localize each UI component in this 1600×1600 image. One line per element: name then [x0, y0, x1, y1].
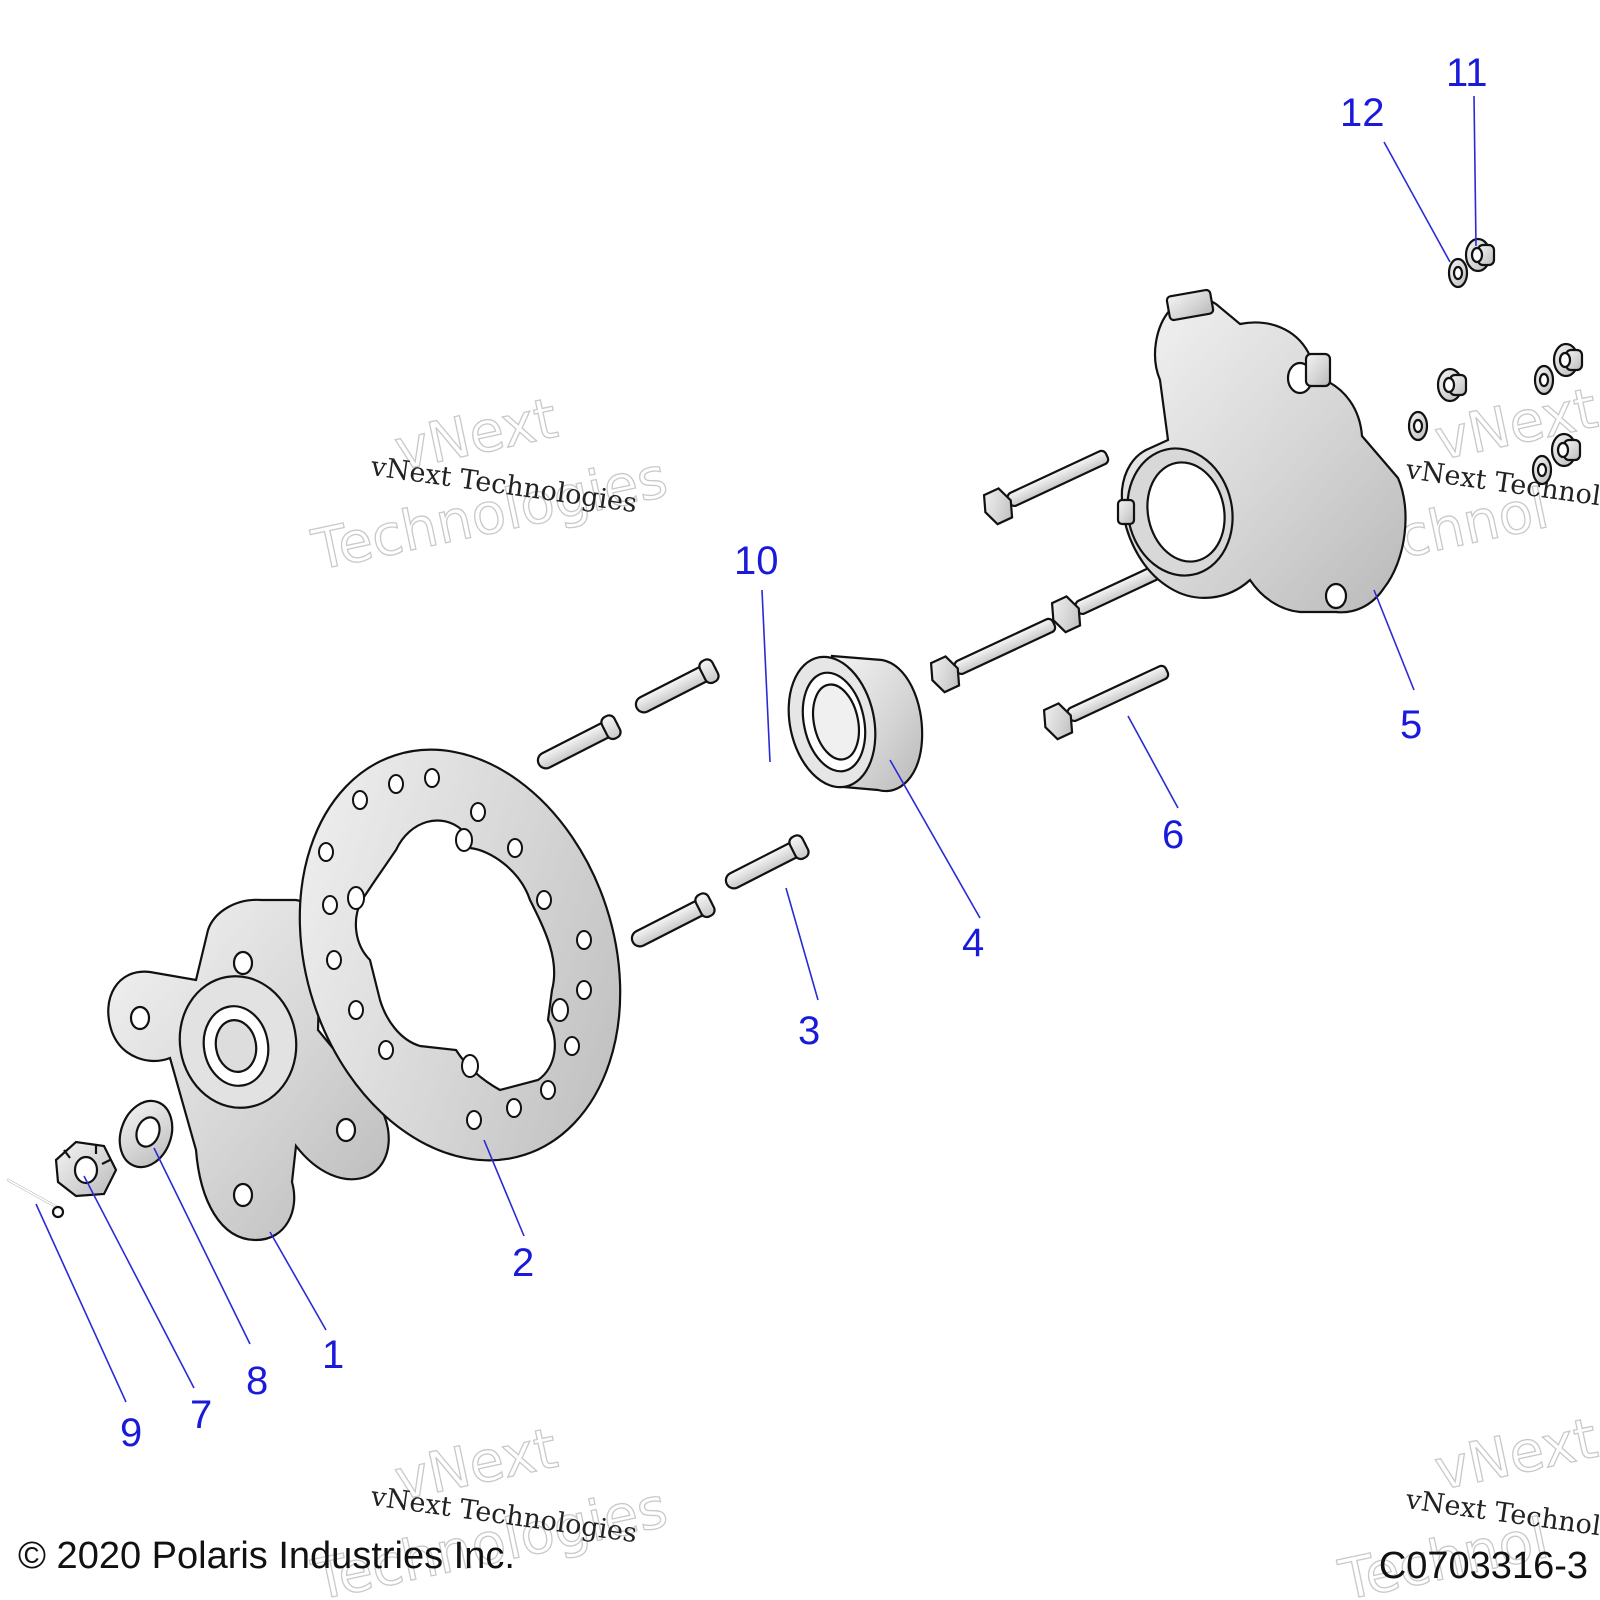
- wheel-bearing: [787, 654, 924, 793]
- leader-line-1: [269, 1231, 327, 1331]
- callout-labels: 1 2 3 4 5 6 7 8 9 10 11 12: [120, 51, 1488, 1455]
- leader-line-2: [483, 1139, 525, 1237]
- leader-line-12: [1383, 141, 1451, 263]
- watermark-top-left: vNext Technologies vNext Technologies: [306, 385, 674, 584]
- callout-6: 6: [1162, 813, 1184, 857]
- carrier-nuts: [1436, 237, 1584, 468]
- callout-10: 10: [734, 539, 779, 583]
- cotter-pin: [6, 1178, 65, 1219]
- retaining-ring: [708, 737, 800, 845]
- leader-line-6: [1127, 715, 1179, 809]
- leader-line-9: [35, 1203, 127, 1403]
- figure-code: C0703316-3: [1379, 1545, 1588, 1587]
- callout-4: 4: [962, 921, 984, 965]
- callout-11: 11: [1446, 51, 1488, 95]
- leader-line-4: [889, 759, 981, 919]
- callout-9: 9: [120, 1411, 142, 1455]
- wheel-studs: [536, 658, 810, 948]
- washer: [118, 1099, 174, 1169]
- carrier-washers: [1407, 257, 1555, 486]
- callout-12: 12: [1340, 91, 1385, 135]
- leader-line-5: [1373, 589, 1415, 691]
- leader-line-11: [1473, 95, 1477, 247]
- leader-line-8: [153, 1147, 251, 1345]
- copyright-notice: © 2020 Polaris Industries Inc.: [18, 1535, 515, 1577]
- bearing-carrier: [1116, 288, 1407, 614]
- callout-7: 7: [190, 1393, 212, 1437]
- leader-lines: [35, 95, 1477, 1403]
- castle-nut: [54, 1140, 118, 1198]
- callout-8: 8: [246, 1359, 268, 1403]
- leader-line-7: [83, 1175, 195, 1389]
- watermark-ghost-top: vNext: [1429, 1406, 1600, 1504]
- leader-line-10: [761, 589, 771, 763]
- callout-1: 1: [322, 1333, 344, 1377]
- callout-3: 3: [798, 1009, 820, 1053]
- leader-line-3: [785, 887, 819, 1001]
- callout-5: 5: [1400, 703, 1422, 747]
- brake-disc: [298, 748, 622, 1162]
- callout-2: 2: [512, 1241, 534, 1285]
- flange-bolts: [929, 449, 1178, 741]
